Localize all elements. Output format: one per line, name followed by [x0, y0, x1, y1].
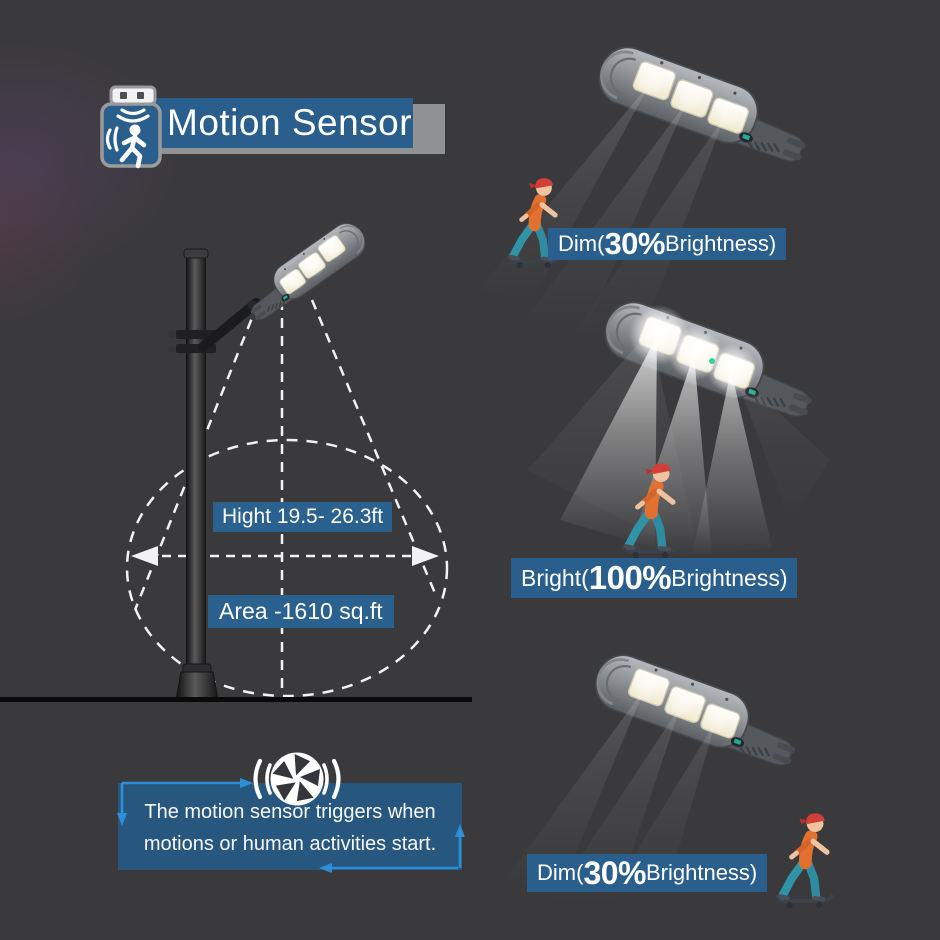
- state-prefix: Bright(: [521, 564, 589, 591]
- ground-line: [0, 697, 472, 702]
- cycle-arrows: [117, 778, 465, 873]
- footnote-decorations: [117, 752, 465, 873]
- page-title: Motion Sensor: [167, 102, 413, 143]
- state-suffix: Brightness): [664, 231, 777, 256]
- skater-bottom: [778, 813, 832, 908]
- street-pole: [168, 248, 261, 701]
- state-percent: 30%: [583, 854, 646, 891]
- state-suffix: Brightness): [671, 564, 788, 591]
- detection-area-diagram: [0, 216, 472, 702]
- title-banner: Motion Sensor: [145, 98, 413, 148]
- state-prefix: Dim(: [558, 231, 605, 256]
- state-label-dim-top: Dim(30%Brightness): [548, 226, 787, 261]
- state-percent: 100%: [588, 559, 672, 596]
- area-label: Area -1610 sq.ft: [208, 595, 394, 628]
- detection-cone: [133, 299, 439, 693]
- state-label-bright: Bright(100%Brightness): [511, 558, 798, 598]
- light-beams-bright: [528, 305, 830, 560]
- footnote-line2: motions or human activities start.: [143, 833, 437, 855]
- light-beams-dim-top: [478, 65, 740, 340]
- state-suffix: Brightness): [645, 860, 758, 885]
- aperture-motion-icon: [253, 752, 341, 806]
- state-label-dim-bottom: Dim(30%Brightness): [527, 854, 768, 892]
- motion-sensor-walking-icon: [100, 85, 162, 169]
- state-percent: 30%: [604, 226, 665, 261]
- detection-ellipse: [125, 438, 449, 698]
- state-prefix: Dim(: [537, 860, 584, 885]
- pole-lamp-led-glow: [283, 236, 344, 291]
- height-label: Hight 19.5- 26.3ft: [213, 502, 393, 532]
- footnote-line1: The motion sensor triggers when: [144, 801, 436, 823]
- range-arrow: [131, 546, 439, 566]
